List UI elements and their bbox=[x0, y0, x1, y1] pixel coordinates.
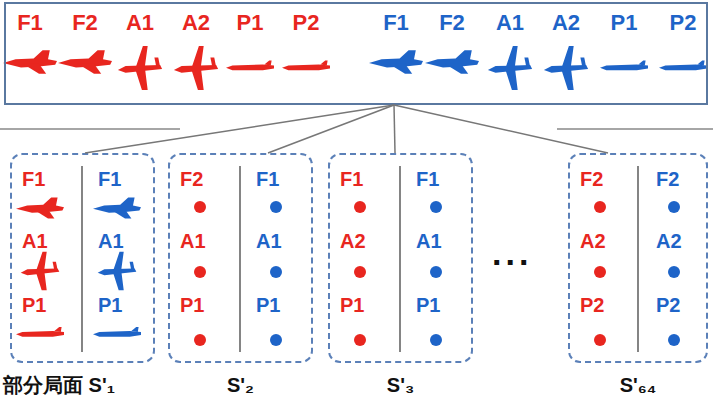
unit-label: P1 bbox=[340, 295, 364, 315]
unit-label: P2 bbox=[580, 295, 604, 315]
unit-label: F2 bbox=[580, 169, 603, 189]
unit-label: A1 bbox=[98, 231, 124, 251]
unit-label: F1 bbox=[5, 12, 55, 34]
attacker-icon bbox=[544, 46, 588, 90]
fighter-icon bbox=[425, 50, 479, 73]
attacker-icon bbox=[98, 252, 137, 291]
unit-dot bbox=[194, 266, 206, 278]
unit-label: P2 bbox=[658, 12, 708, 34]
fighter-icon bbox=[93, 198, 141, 219]
connector-line bbox=[268, 105, 394, 153]
attacker-icon bbox=[488, 46, 532, 90]
patrol-icon bbox=[16, 327, 64, 337]
unit-label: A2 bbox=[656, 231, 682, 251]
unit-label: F1 bbox=[98, 169, 121, 189]
separator-line bbox=[557, 128, 713, 130]
unit-dot bbox=[194, 334, 206, 346]
fighter-icon bbox=[3, 50, 57, 73]
unit-dot bbox=[668, 266, 680, 278]
unit-label: P1 bbox=[180, 295, 204, 315]
unit-label: F2 bbox=[180, 169, 203, 189]
unit-dot bbox=[594, 266, 606, 278]
unit-label: A1 bbox=[22, 231, 48, 251]
unit-dot bbox=[270, 201, 282, 213]
unit-dot bbox=[668, 201, 680, 213]
divider-line bbox=[239, 166, 240, 352]
unit-label: A2 bbox=[171, 12, 221, 34]
unit-label: P1 bbox=[599, 12, 649, 34]
unit-label: P1 bbox=[225, 12, 275, 34]
unit-label: F1 bbox=[416, 169, 439, 189]
unit-label: F1 bbox=[256, 169, 279, 189]
unit-dot bbox=[354, 266, 366, 278]
connector-line bbox=[394, 105, 608, 153]
unit-dot bbox=[270, 334, 282, 346]
unit-label: A2 bbox=[541, 12, 591, 34]
unit-label: F1 bbox=[371, 12, 421, 34]
connector-line bbox=[85, 105, 394, 153]
state-caption: 部分局面 S'₁ bbox=[3, 375, 115, 395]
attacker-icon bbox=[174, 46, 218, 90]
state-caption: S'₆₄ bbox=[570, 375, 706, 395]
unit-label: F1 bbox=[340, 169, 363, 189]
fighter-icon bbox=[58, 50, 112, 73]
patrol-icon bbox=[282, 61, 330, 71]
unit-dot bbox=[270, 266, 282, 278]
unit-dot bbox=[594, 201, 606, 213]
unit-label: F1 bbox=[22, 169, 45, 189]
fighter-icon bbox=[16, 198, 64, 219]
partial-state-box: F1A1P1F1A1P1部分局面 S'₁ bbox=[10, 153, 155, 363]
separator-line bbox=[0, 128, 180, 130]
unit-label: F2 bbox=[60, 12, 110, 34]
unit-label: P1 bbox=[22, 295, 46, 315]
unit-label: A1 bbox=[115, 12, 165, 34]
patrol-icon bbox=[226, 61, 274, 71]
divider-line bbox=[637, 166, 638, 352]
ellipsis-label: ... bbox=[492, 236, 532, 270]
patrol-icon bbox=[93, 327, 141, 337]
unit-label: A1 bbox=[416, 231, 442, 251]
unit-dot bbox=[354, 201, 366, 213]
attacker-icon bbox=[118, 46, 162, 90]
unit-dot bbox=[194, 201, 206, 213]
unit-label: A1 bbox=[256, 231, 282, 251]
unit-dot bbox=[430, 201, 442, 213]
board-box: F1F2A1A2P1P2F1F2A1A2P1P2 bbox=[4, 2, 708, 105]
unit-label: P2 bbox=[656, 295, 680, 315]
state-caption: S'₃ bbox=[330, 375, 471, 395]
attacker-icon bbox=[21, 252, 60, 291]
partial-state-box: F2A2P2F2A2P2S'₆₄ bbox=[568, 153, 708, 363]
unit-label: P2 bbox=[281, 12, 331, 34]
unit-label: P1 bbox=[98, 295, 122, 315]
partial-state-box: F1A2P1F1A1P1S'₃ bbox=[328, 153, 473, 363]
divider-line bbox=[399, 166, 400, 352]
unit-label: A2 bbox=[340, 231, 366, 251]
unit-label: A1 bbox=[180, 231, 206, 251]
fighter-icon bbox=[369, 50, 423, 73]
unit-label: P1 bbox=[416, 295, 440, 315]
unit-label: F2 bbox=[656, 169, 679, 189]
unit-dot bbox=[354, 334, 366, 346]
unit-dot bbox=[430, 334, 442, 346]
unit-label: A2 bbox=[580, 231, 606, 251]
partial-state-box: F2A1P1F1A1P1S'₂ bbox=[168, 153, 313, 363]
state-caption: S'₂ bbox=[170, 375, 311, 395]
patrol-icon bbox=[600, 61, 648, 71]
unit-label: P1 bbox=[256, 295, 280, 315]
unit-dot bbox=[430, 266, 442, 278]
patrol-icon bbox=[659, 61, 707, 71]
divider-line bbox=[81, 166, 82, 352]
unit-label: A1 bbox=[485, 12, 535, 34]
unit-dot bbox=[668, 334, 680, 346]
unit-dot bbox=[594, 334, 606, 346]
connector-line bbox=[394, 105, 395, 153]
unit-label: F2 bbox=[427, 12, 477, 34]
